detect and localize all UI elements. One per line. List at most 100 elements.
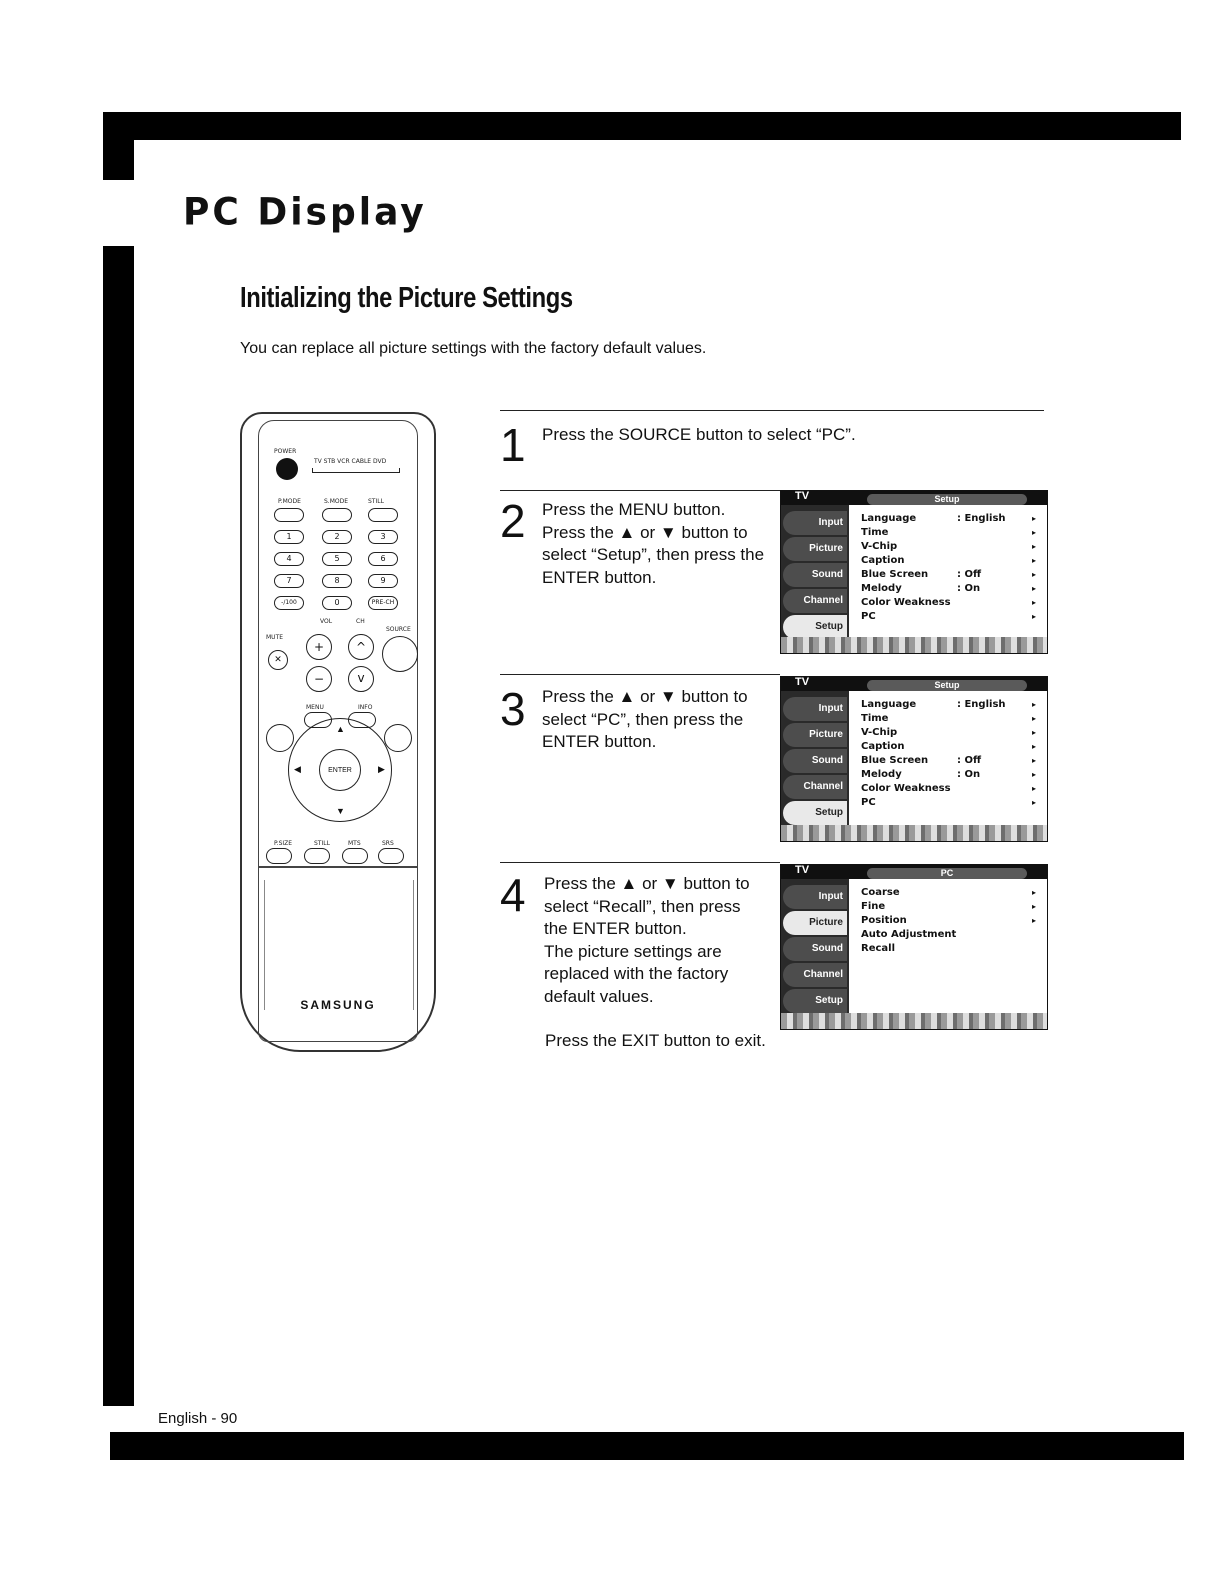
number-key: 0	[322, 596, 352, 610]
menu-row: Blue Screen: Off▸	[861, 569, 1036, 581]
number-key: 3	[368, 530, 398, 544]
submenu-arrow-icon: ▸	[1032, 728, 1037, 737]
top-row-button	[274, 508, 304, 522]
menu-row: V-Chip▸	[861, 541, 1036, 553]
step-4-line: The picture settings are	[544, 941, 722, 961]
number-key: 4	[274, 552, 304, 566]
step-2-number: 2	[500, 495, 526, 547]
number-key: 1	[274, 530, 304, 544]
info-label: INFO	[358, 704, 373, 711]
bottom-row-button	[342, 848, 368, 864]
menu-row-label: Melody	[861, 583, 902, 594]
menu-row-label: PC	[861, 797, 876, 808]
screen-bottombar	[781, 637, 1047, 653]
page-number: English - 90	[158, 1410, 238, 1427]
screen-bottombar	[781, 1013, 1047, 1029]
step-4-text: Press the ▲ or ▼ button to select “Recal…	[544, 873, 750, 1008]
bottom-row-button	[304, 848, 330, 864]
menu-row-label: Recall	[861, 943, 896, 954]
step-3-rule	[500, 674, 780, 675]
menu-row-label: Fine	[861, 901, 886, 912]
menu-row: Color Weakness ▸	[861, 597, 1036, 609]
submenu-arrow-icon: ▸	[1032, 584, 1037, 593]
exit-note: Press the EXIT button to exit.	[545, 1031, 766, 1050]
sidebar-item-picture: Picture	[783, 911, 847, 935]
menu-row: Position▸	[861, 915, 1036, 927]
dpad-left-icon: ◀	[294, 764, 301, 774]
vol-down-button: −	[306, 666, 332, 692]
left-frame-bar-lower	[103, 246, 134, 1406]
menu-row: Melody: On▸	[861, 769, 1036, 781]
bottom-frame-bar	[110, 1432, 1184, 1460]
srs-label: SRS	[382, 840, 394, 847]
step-4-line: Press the ▲ or ▼ button to	[544, 874, 750, 893]
source-button	[382, 636, 418, 672]
step-2-text: Press the MENU button. Press the ▲ or ▼ …	[542, 499, 764, 589]
menu-row: Color Weakness▸	[861, 783, 1036, 795]
step-4-line: select “Recall”, then press	[544, 896, 741, 916]
menu-row-value: : On	[957, 583, 981, 594]
dpad-right-icon: ▶	[378, 764, 385, 774]
sidebar-item-sound: Sound	[783, 749, 847, 773]
step-2-rule	[500, 490, 780, 491]
ch-label: CH	[356, 618, 365, 625]
menu-row: Time▸	[861, 527, 1036, 539]
step-2-line: ENTER button.	[542, 567, 657, 587]
sidebar-item-input: Input	[783, 885, 847, 909]
sidebar-item-input: Input	[783, 697, 847, 721]
number-key: 9	[368, 574, 398, 588]
menu-row-label: Language	[861, 513, 917, 524]
menu-row-label: Coarse	[861, 887, 900, 898]
menu-row-label: Blue Screen	[861, 569, 929, 580]
step-4-rule	[500, 862, 780, 863]
submenu-arrow-icon: ▸	[1032, 570, 1037, 579]
number-key: 8	[322, 574, 352, 588]
menu-row-label: Caption	[861, 741, 905, 752]
step-1-number: 1	[500, 419, 526, 471]
remote-divider	[258, 866, 418, 868]
step-2-line: Press the MENU button.	[542, 500, 726, 519]
mode-labels: TV STB VCR CABLE DVD	[314, 458, 387, 465]
intro-text: You can replace all picture settings wit…	[240, 340, 707, 357]
menu-row-value: : English	[957, 699, 1006, 710]
menu-row: PC▸	[861, 611, 1036, 623]
submenu-arrow-icon: ▸	[1032, 700, 1037, 709]
dpad	[288, 718, 392, 822]
submenu-arrow-icon: ▸	[1032, 916, 1037, 925]
sidebar-item-channel: Channel	[783, 963, 847, 987]
submenu-arrow-icon: ▸	[1032, 770, 1037, 779]
source-label: SOURCE	[386, 626, 411, 633]
number-key: PRE-CH	[368, 596, 398, 610]
menu-row-label: V-Chip	[861, 727, 898, 738]
tv-label: TV	[795, 676, 810, 688]
step-3-text: Press the ▲ or ▼ button to select “PC”, …	[542, 686, 748, 754]
number-key: 6	[368, 552, 398, 566]
picture-label: P.MODE	[278, 498, 301, 505]
sidebar-item-sound: Sound	[783, 937, 847, 961]
submenu-arrow-icon: ▸	[1032, 612, 1037, 621]
menu-row: Caption▸	[861, 555, 1036, 567]
sidebar-item-setup: Setup	[783, 615, 847, 639]
still-label: STILL	[314, 840, 330, 847]
step-4-line: default values.	[544, 986, 654, 1006]
page-title: PC Display	[183, 190, 427, 235]
mute-label: MUTE	[266, 634, 284, 641]
mts-label: MTS	[348, 840, 361, 847]
menu-row-label: Color Weakness	[861, 597, 951, 608]
top-frame-bar	[103, 112, 1181, 140]
submenu-arrow-icon: ▸	[1032, 798, 1037, 807]
menu-row-label: Caption	[861, 555, 905, 566]
menu-row: Fine▸	[861, 901, 1036, 913]
mode-selector	[312, 468, 400, 473]
screen-bottombar	[781, 825, 1047, 841]
top-row-button	[368, 508, 398, 522]
menu-row: Language: English▸	[861, 699, 1036, 711]
menu-row: Recall	[861, 943, 895, 955]
submenu-arrow-icon: ▸	[1032, 598, 1037, 607]
ch-down-button: v	[348, 666, 374, 692]
submenu-arrow-icon: ▸	[1032, 742, 1037, 751]
menu-row: Language: English▸	[861, 513, 1036, 525]
step-3-number: 3	[500, 683, 526, 735]
step-3-line: Press the ▲ or ▼ button to	[542, 687, 748, 706]
